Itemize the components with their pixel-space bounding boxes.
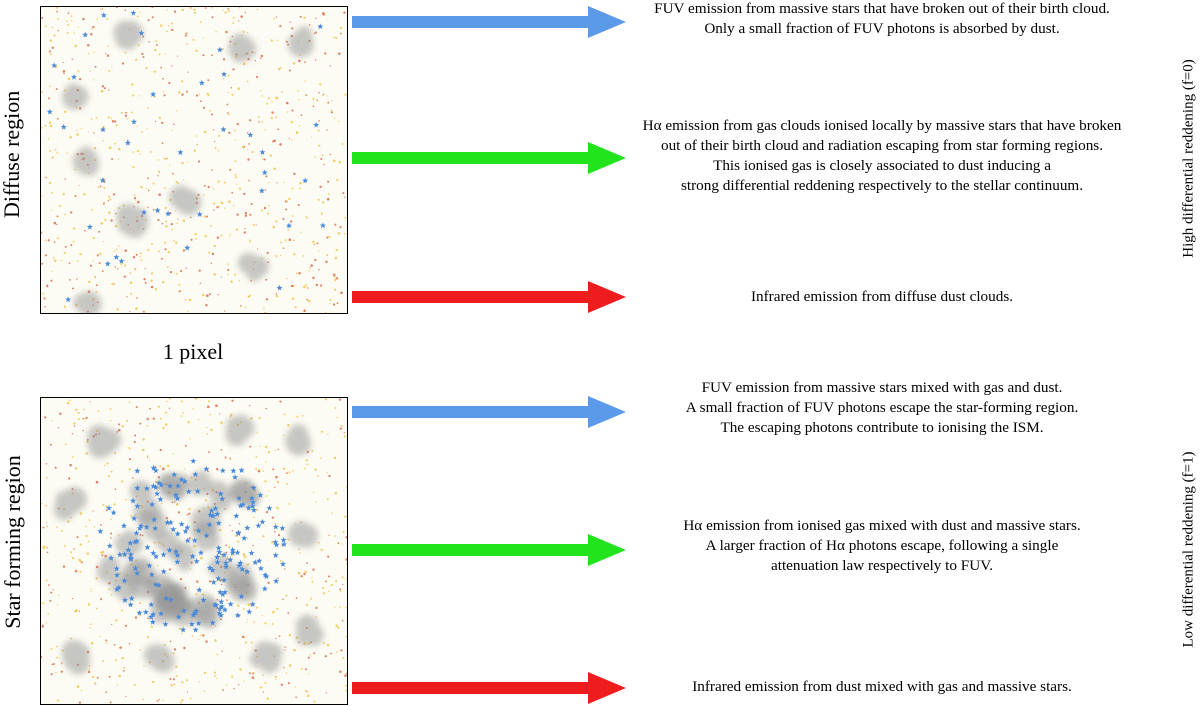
gas-cloud [61,83,89,110]
ir-description-sf: Infrared emission from dust mixed with g… [692,678,1072,695]
diffuse-region-label: Diffuse region [0,90,24,218]
gas-cloud [113,20,144,50]
fuv-description-diffuse: FUV emission from massive stars that hav… [654,0,1110,37]
gas-cloud [154,529,183,558]
fuv-arrow-sf [352,394,628,430]
gas-cloud [237,252,270,282]
halpha-arrow-sf [352,532,628,568]
gas-cloud [228,33,257,63]
star-forming-region-panel [40,397,348,705]
diffuse-region-illustration [41,7,347,313]
halpha-arrow-diffuse [352,140,628,176]
fuv-arrow-diffuse [352,4,628,40]
high-differential-reddening-label: High differential reddening (f=0) [1180,59,1197,258]
star-forming-region-label: Star forming region [0,455,25,629]
massive-stars [97,457,288,633]
diffuse-region-panel [40,6,348,314]
pixel-label: 1 pixel [162,339,224,364]
ir-arrow-diffuse [352,279,628,315]
gas-cloud [288,26,314,58]
halpha-description-diffuse: Hα emission from gas clouds ionised loca… [642,117,1122,194]
gas-cloud [226,573,253,601]
gas-cloud [96,555,120,583]
gas-cloud [87,424,122,459]
gas-cloud [53,486,87,521]
gas-cloud [61,639,90,675]
gas-cloud [225,414,255,447]
fuv-description-sf: FUV emission from massive stars mixed wi… [685,379,1079,436]
gas-cloud [187,470,213,496]
gas-cloud [295,614,324,646]
ir-description-diffuse: Infrared emission from diffuse dust clou… [750,288,1014,305]
gas-cloud [73,291,102,313]
gas-cloud [72,146,100,177]
ir-arrow-sf [352,670,628,706]
gas-cloud [284,424,312,456]
gas-cloud [169,185,202,216]
gas-cloud [143,644,175,673]
star-forming-region-illustration [41,398,347,704]
gas-cloud [287,521,318,548]
gas-cloud [230,478,258,506]
halpha-description-sf: Hα emission from ionised gas mixed with … [683,517,1081,574]
low-differential-reddening-label: Low differential reddening (f=1) [1180,451,1197,648]
gas-cloud [116,203,149,238]
gas-cloud [249,641,283,674]
massive-stars [46,9,326,303]
